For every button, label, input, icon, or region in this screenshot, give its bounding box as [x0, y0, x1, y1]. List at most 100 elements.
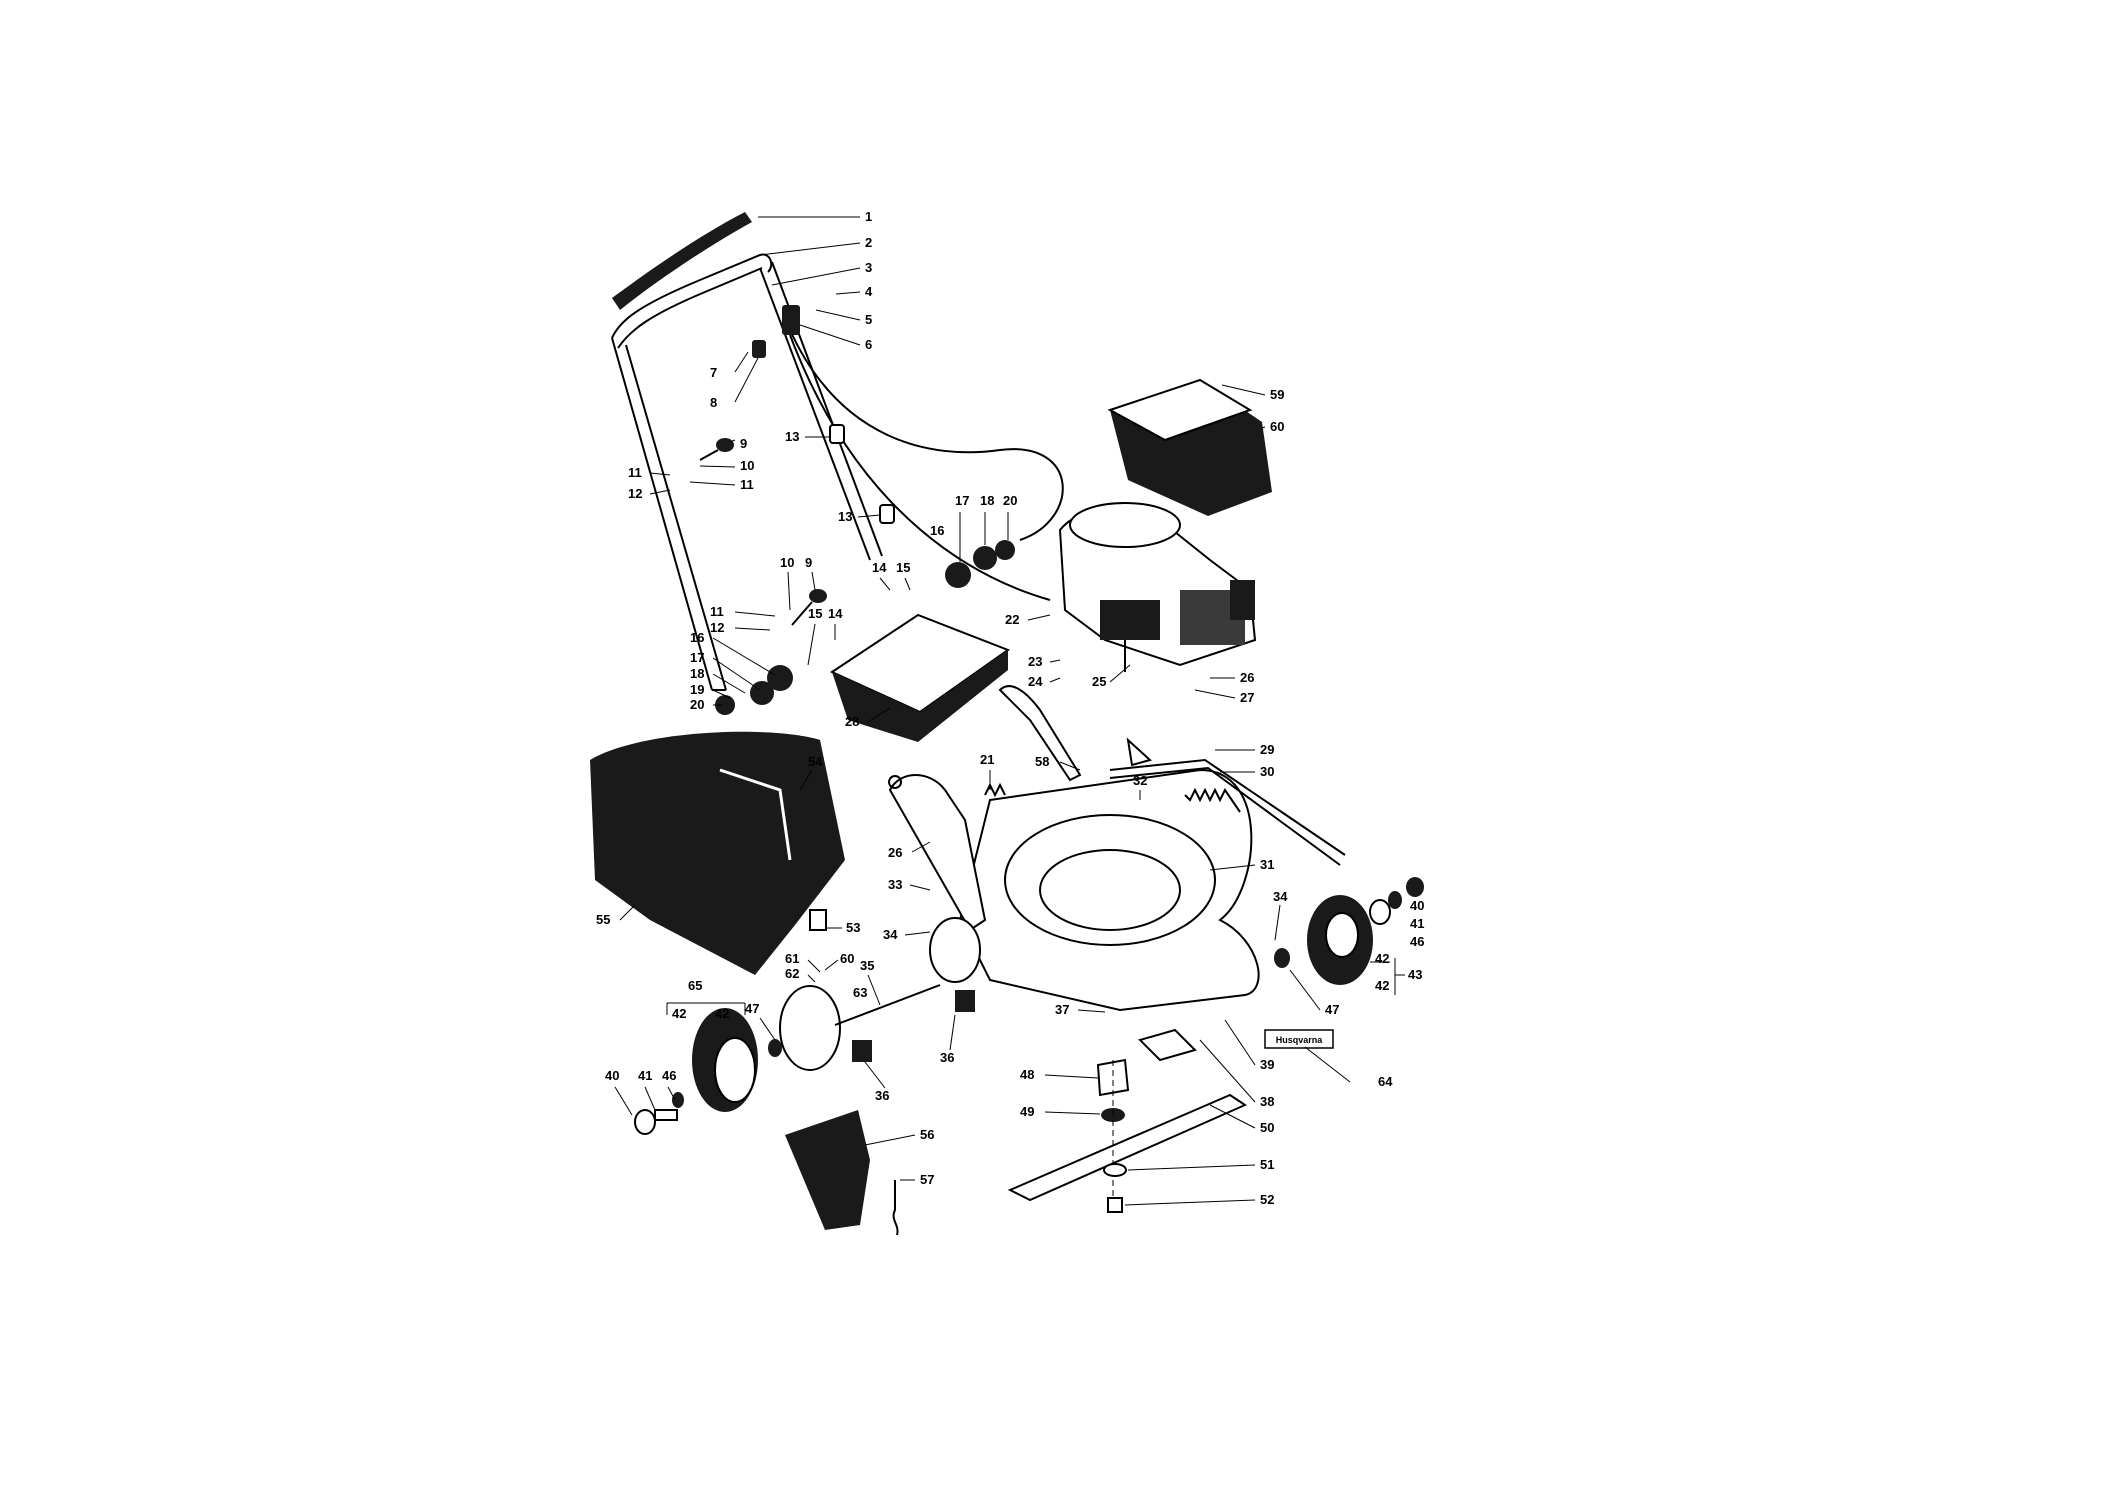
callout-11a: 11	[740, 477, 754, 492]
callout-20a: 20	[690, 697, 704, 712]
callouts: 1 2 3 4 5 6 7 8 9 10 11 11 12 13 13 10 9	[596, 209, 1424, 1207]
mulch-plug	[785, 1110, 870, 1230]
callout-18a: 18	[690, 666, 704, 681]
front-wheel-hub-parts	[1274, 877, 1424, 968]
callout-35: 35	[860, 958, 874, 973]
plug-spring	[892, 1180, 899, 1236]
brand-badge: Husqvarna	[1264, 1029, 1334, 1049]
callout-36b: 36	[875, 1088, 889, 1103]
callout-42b: 42	[1375, 978, 1389, 993]
callout-8: 8	[710, 395, 717, 410]
callout-18b: 18	[980, 493, 994, 508]
cutting-blade	[1007, 1060, 1248, 1202]
callout-4: 4	[865, 284, 873, 299]
callout-6: 6	[865, 337, 872, 352]
callout-16b: 16	[930, 523, 944, 538]
brand-badge-text: Husqvarna	[1276, 1035, 1324, 1045]
handle-upper-bar	[611, 253, 773, 349]
rear-wheel-left	[692, 1008, 758, 1112]
callout-56: 57	[920, 1172, 934, 1187]
rear-wheel-hub-parts	[634, 1039, 782, 1135]
callout-42d: 42	[715, 1006, 729, 1021]
callout-25: 25	[1092, 674, 1106, 689]
callout-34b: 34	[1273, 889, 1288, 904]
callout-65: 65	[688, 978, 702, 993]
callout-12a: 12	[628, 486, 642, 501]
callout-30: 30	[1260, 764, 1274, 779]
blade-bolt-washer	[1103, 1163, 1127, 1213]
callout-13a: 13	[785, 429, 799, 444]
callout-46b: 47	[745, 1001, 759, 1016]
callout-41a: 41	[1410, 916, 1424, 931]
callout-32: 32	[1133, 773, 1147, 788]
callout-60: 60	[840, 951, 854, 966]
bolt-knob-upper	[699, 438, 734, 461]
callout-20b: 20	[1003, 493, 1017, 508]
callout-33: 33	[888, 877, 902, 892]
rear-height-plate	[929, 917, 981, 1012]
callout-1: 1	[865, 209, 872, 224]
star-knob-left	[715, 665, 793, 715]
throttle-cable	[789, 329, 1064, 601]
callout-57: 58	[1035, 754, 1049, 769]
grass-catcher-bag	[590, 731, 845, 975]
front-bumper	[1138, 1028, 1197, 1062]
callout-14a: 14	[872, 560, 887, 575]
callout-11c: 11	[710, 604, 724, 619]
callout-14b: 14	[828, 606, 843, 621]
star-knob-right	[945, 540, 1015, 588]
callout-5: 5	[865, 312, 872, 327]
callout-24: 24	[1028, 674, 1043, 689]
callout-22: 22	[1005, 612, 1019, 627]
handle-bar-grip	[612, 212, 752, 310]
callout-37: 37	[1055, 1002, 1069, 1017]
callout-27: 27	[1240, 690, 1254, 705]
callout-23: 23	[1028, 654, 1042, 669]
blade-adapter	[1096, 1058, 1130, 1122]
callout-45b: 46	[662, 1068, 676, 1083]
callout-34a: 34	[883, 927, 898, 942]
callout-26b: 26	[888, 845, 902, 860]
callout-43: 43	[1408, 967, 1422, 982]
callout-16a: 16	[690, 630, 704, 645]
callout-45a: 46	[1410, 934, 1424, 949]
front-wheel-right	[1307, 895, 1373, 985]
callout-17b: 17	[955, 493, 969, 508]
rear-axle-bracket	[888, 774, 987, 932]
callout-53: 54	[808, 754, 823, 769]
callout-15b: 15	[808, 606, 822, 621]
callout-38: 38	[1260, 1094, 1274, 1109]
callout-29: 29	[1260, 742, 1274, 757]
callout-61: 61	[785, 951, 799, 966]
callout-7: 7	[710, 365, 717, 380]
bolt-knob-lower	[791, 589, 827, 626]
callout-55: 56	[920, 1127, 934, 1142]
handle-right-tube	[759, 261, 883, 561]
callout-46a: 47	[1325, 1002, 1339, 1017]
handle-left-tube	[611, 337, 727, 691]
height-adjust-lever	[998, 685, 1082, 782]
engine-block	[1058, 502, 1257, 672]
callout-63: 63	[853, 985, 867, 1000]
callout-36a: 36	[940, 1050, 954, 1065]
callout-47: 48	[1020, 1067, 1034, 1082]
callout-42a: 42	[1375, 951, 1389, 966]
callout-58: 59	[1270, 387, 1284, 402]
callout-42c: 42	[672, 1006, 686, 1021]
callout-49: 50	[1260, 1120, 1274, 1135]
callout-52: 53	[846, 920, 860, 935]
callout-12b: 12	[710, 620, 724, 635]
callout-40b: 40	[605, 1068, 619, 1083]
callout-10: 10	[740, 458, 754, 473]
mower-deck	[958, 737, 1260, 1012]
rear-wheel-cover	[779, 984, 941, 1071]
control-bracket	[752, 305, 800, 358]
callout-10b: 10	[780, 555, 794, 570]
rear-deflector	[829, 613, 1011, 742]
callout-50: 51	[1260, 1157, 1274, 1172]
callout-31: 31	[1260, 857, 1274, 872]
callout-21: 21	[980, 752, 994, 767]
callout-15a: 15	[896, 560, 910, 575]
callout-9b: 9	[805, 555, 812, 570]
